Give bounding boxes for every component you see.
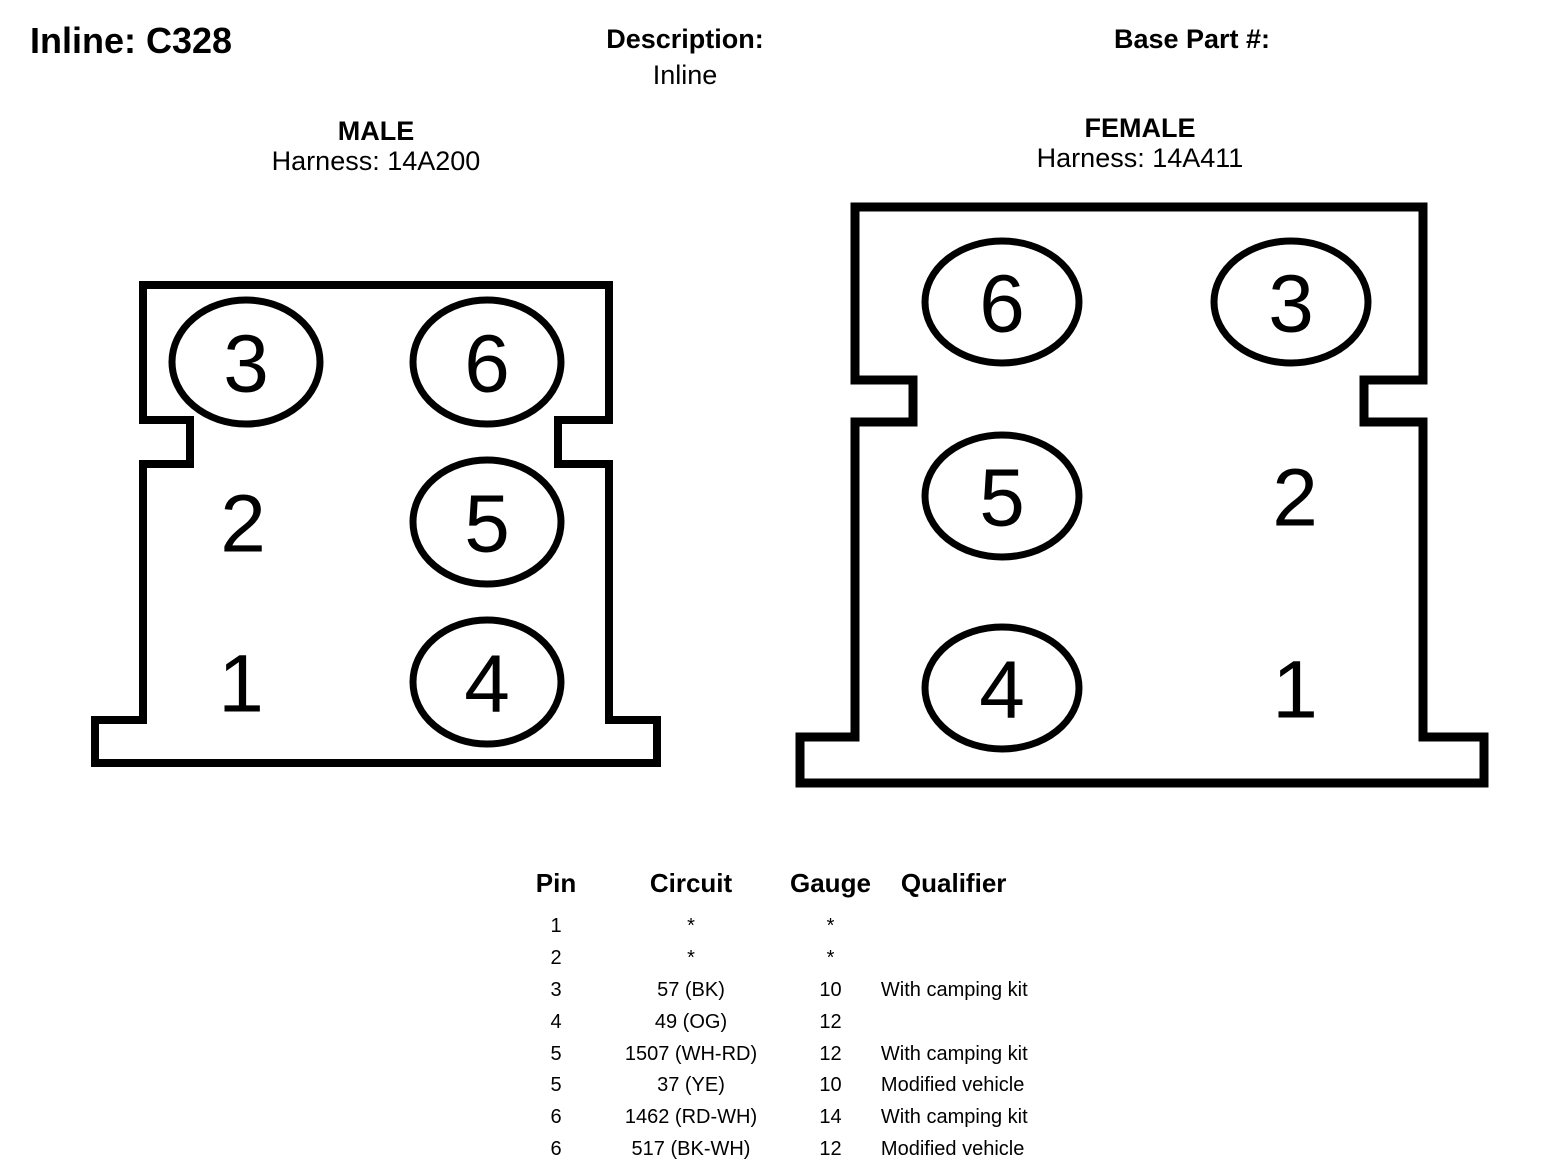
female-pin-4-ring [921,623,1083,753]
base-part-label: Base Part #: [1113,24,1271,54]
female-pin-2: 2 [1272,453,1318,544]
table-row: 3 57 (BK) 10 With camping kit [520,975,1111,1007]
cell-gauge: 10 [819,1074,842,1097]
female-pin-4: 4 [921,623,1083,753]
male-connector-label: MALE [337,116,415,146]
cell-qualifier [871,943,1111,975]
male-pin-5-number: 5 [464,479,510,570]
male-pin-2-number: 2 [220,479,266,570]
cell-pin: 4 [550,1010,562,1033]
header-circuit: Circuit [649,868,733,898]
cell-gauge: 12 [819,1042,842,1065]
female-pin-5: 5 [921,431,1083,561]
cell-qualifier [871,1006,1111,1038]
male-pin-4: 4 [409,616,565,748]
cell-circuit: 1462 (RD-WH) [624,1106,758,1129]
cell-gauge: 12 [819,1010,842,1033]
female-pin-1: 1 [1272,645,1318,736]
cell-qualifier: Modified vehicle [880,1074,1025,1097]
female-pin-5-ring [921,431,1083,561]
table-row: 6 1462 (RD-WH) 14 With camping kit [520,1102,1111,1134]
female-pin-6-ring [921,237,1083,367]
male-pin-6-number: 6 [464,319,510,410]
header-pin: Pin [535,868,577,898]
cell-gauge: * [826,947,835,970]
male-pin-3: 3 [168,296,324,428]
female-pin-3: 3 [1210,237,1372,367]
male-pin-2: 2 [220,479,266,570]
cell-pin: 3 [550,978,562,1001]
header-gauge: Gauge [790,868,871,898]
male-pin-1: 1 [218,639,264,730]
male-pin-3-ring [168,296,324,428]
female-connector-label: FEMALE [1084,113,1196,143]
cell-qualifier: Modified vehicle [880,1137,1025,1160]
female-pin-group: 6 3 5 2 4 1 [921,237,1372,753]
cell-gauge: 12 [819,1137,842,1160]
cell-qualifier: With camping kit [880,1106,1028,1129]
cell-pin: 6 [550,1137,562,1160]
table-row: 6 517 (BK-WH) 12 Modified vehicle [520,1134,1111,1166]
cell-qualifier [871,911,1111,943]
cell-circuit: * [687,947,695,970]
cell-qualifier: With camping kit [880,978,1028,1001]
female-harness-label: Harness: 14A411 [1036,143,1244,173]
male-pin-6-ring [409,296,565,428]
pin-table: Pin Circuit Gauge Qualifier 1 * * 2 * * … [520,868,1111,1165]
cell-qualifier: With camping kit [880,1042,1028,1065]
male-pin-1-number: 1 [218,639,264,730]
cell-pin: 2 [550,947,562,970]
cell-pin: 5 [550,1042,562,1065]
cell-pin: 6 [550,1106,562,1129]
cell-circuit: * [687,915,695,938]
male-pin-3-number: 3 [223,319,269,410]
header-qualifier: Qualifier [900,868,1007,898]
cell-circuit: 57 (BK) [657,978,725,1001]
male-pin-5: 5 [409,456,565,588]
female-pin-2-number: 2 [1272,453,1318,544]
male-connector-body [91,281,661,767]
table-row: 5 37 (YE) 10 Modified vehicle [520,1070,1111,1102]
table-row: 4 49 (OG) 12 [520,1006,1111,1038]
female-pin-4-number: 4 [979,645,1025,736]
female-pin-1-number: 1 [1272,645,1318,736]
table-row: 1 * * [520,911,1111,943]
cell-circuit: 37 (YE) [657,1074,725,1097]
cell-circuit: 49 (OG) [654,1010,728,1033]
cell-pin: 5 [550,1074,562,1097]
female-connector-body [795,202,1489,788]
cell-gauge: 10 [819,978,842,1001]
connector-title: Inline: C328 [30,20,233,61]
cell-gauge: * [826,915,835,938]
female-pin-3-ring [1210,237,1372,367]
description-label: Description: [606,24,764,54]
cell-circuit: 1507 (WH-RD) [624,1042,758,1065]
table-row: 2 * * [520,943,1111,975]
description-value: Inline [652,60,718,90]
female-pin-3-number: 3 [1268,259,1314,350]
female-pin-6: 6 [921,237,1083,367]
pin-table-header-row: Pin Circuit Gauge Qualifier [520,868,1111,911]
cell-pin: 1 [550,915,562,938]
female-pin-6-number: 6 [979,259,1025,350]
male-harness-label: Harness: 14A200 [271,146,481,176]
cell-gauge: 14 [819,1106,842,1129]
male-pin-4-ring [409,616,565,748]
male-pin-4-number: 4 [464,639,510,730]
male-pin-group: 3 6 2 5 1 4 [168,296,565,748]
male-pin-6: 6 [409,296,565,428]
female-pin-5-number: 5 [979,453,1025,544]
table-row: 5 1507 (WH-RD) 12 With camping kit [520,1038,1111,1070]
male-pin-5-ring [409,456,565,588]
cell-circuit: 517 (BK-WH) [631,1137,751,1160]
